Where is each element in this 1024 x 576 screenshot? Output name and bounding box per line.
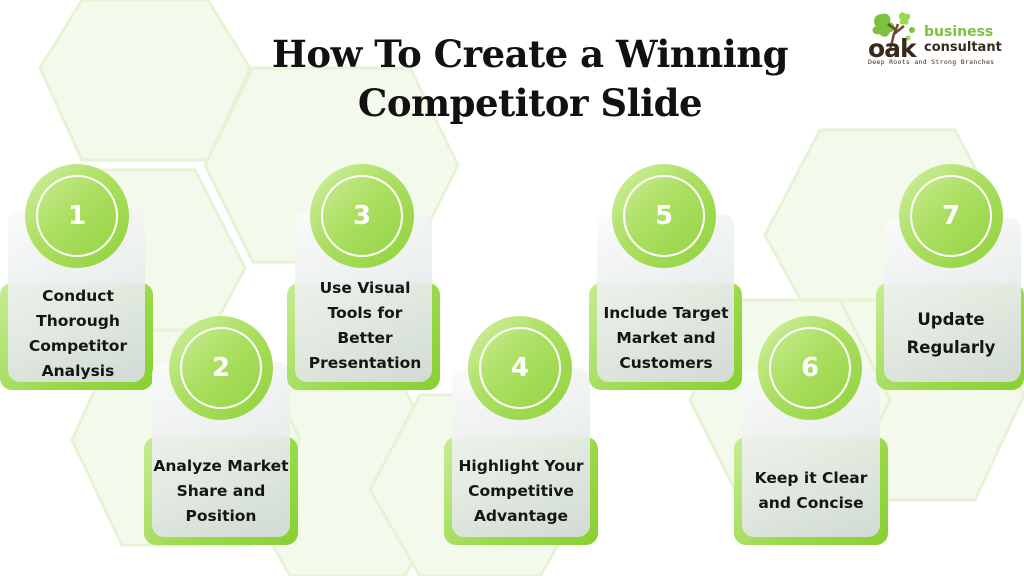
- page-title: How To Create a Winning Competitor Slide: [220, 30, 840, 128]
- step-number: 1: [67, 201, 87, 231]
- brand-logo: oak business consultant Deep Roots and S…: [864, 10, 1024, 72]
- step-number-badge: 5: [612, 164, 716, 268]
- step-number: 3: [352, 201, 372, 231]
- step-label: Keep it Clear and Concise: [754, 469, 868, 512]
- title-line-2: Competitor Slide: [357, 81, 703, 125]
- step-number: 6: [800, 353, 820, 383]
- step-label: Use Visual Tools for Better Presentation: [308, 279, 422, 372]
- step-number: 5: [654, 201, 674, 231]
- oak-leaf-tree-icon: [872, 12, 915, 51]
- hexagon-shape: [38, 0, 252, 162]
- step-label: Update Regularly: [906, 310, 996, 357]
- badge-ring: [321, 175, 403, 257]
- title-line-1: How To Create a Winning: [271, 32, 789, 76]
- badge-ring: [36, 175, 118, 257]
- step-label: Highlight Your Competitive Advantage: [458, 457, 584, 525]
- badge-ring: [910, 175, 992, 257]
- badge-ring: [623, 175, 705, 257]
- step-number: 2: [211, 353, 231, 383]
- step-label: Analyze Market Share and Position: [153, 457, 289, 525]
- badge-ring: [769, 327, 851, 409]
- logo-tagline: Deep Roots and Strong Branches: [868, 58, 995, 66]
- step-number-badge: 2: [169, 316, 273, 420]
- badge-ring: [180, 327, 262, 409]
- step-number-badge: 6: [758, 316, 862, 420]
- logo-consultant-text: consultant: [924, 40, 1002, 55]
- step-label: Conduct Thorough Competitor Analysis: [28, 287, 128, 380]
- step-number-badge: 1: [25, 164, 129, 268]
- logo-business-text: business: [924, 24, 994, 40]
- step-number-badge: 3: [310, 164, 414, 268]
- badge-ring: [479, 327, 561, 409]
- step-number: 7: [941, 201, 961, 231]
- step-number-badge: 7: [899, 164, 1003, 268]
- step-number-badge: 4: [468, 316, 572, 420]
- step-number: 4: [510, 353, 530, 383]
- logo-wordmark: oak: [868, 34, 917, 63]
- step-label: Include Target Market and Customers: [603, 304, 729, 372]
